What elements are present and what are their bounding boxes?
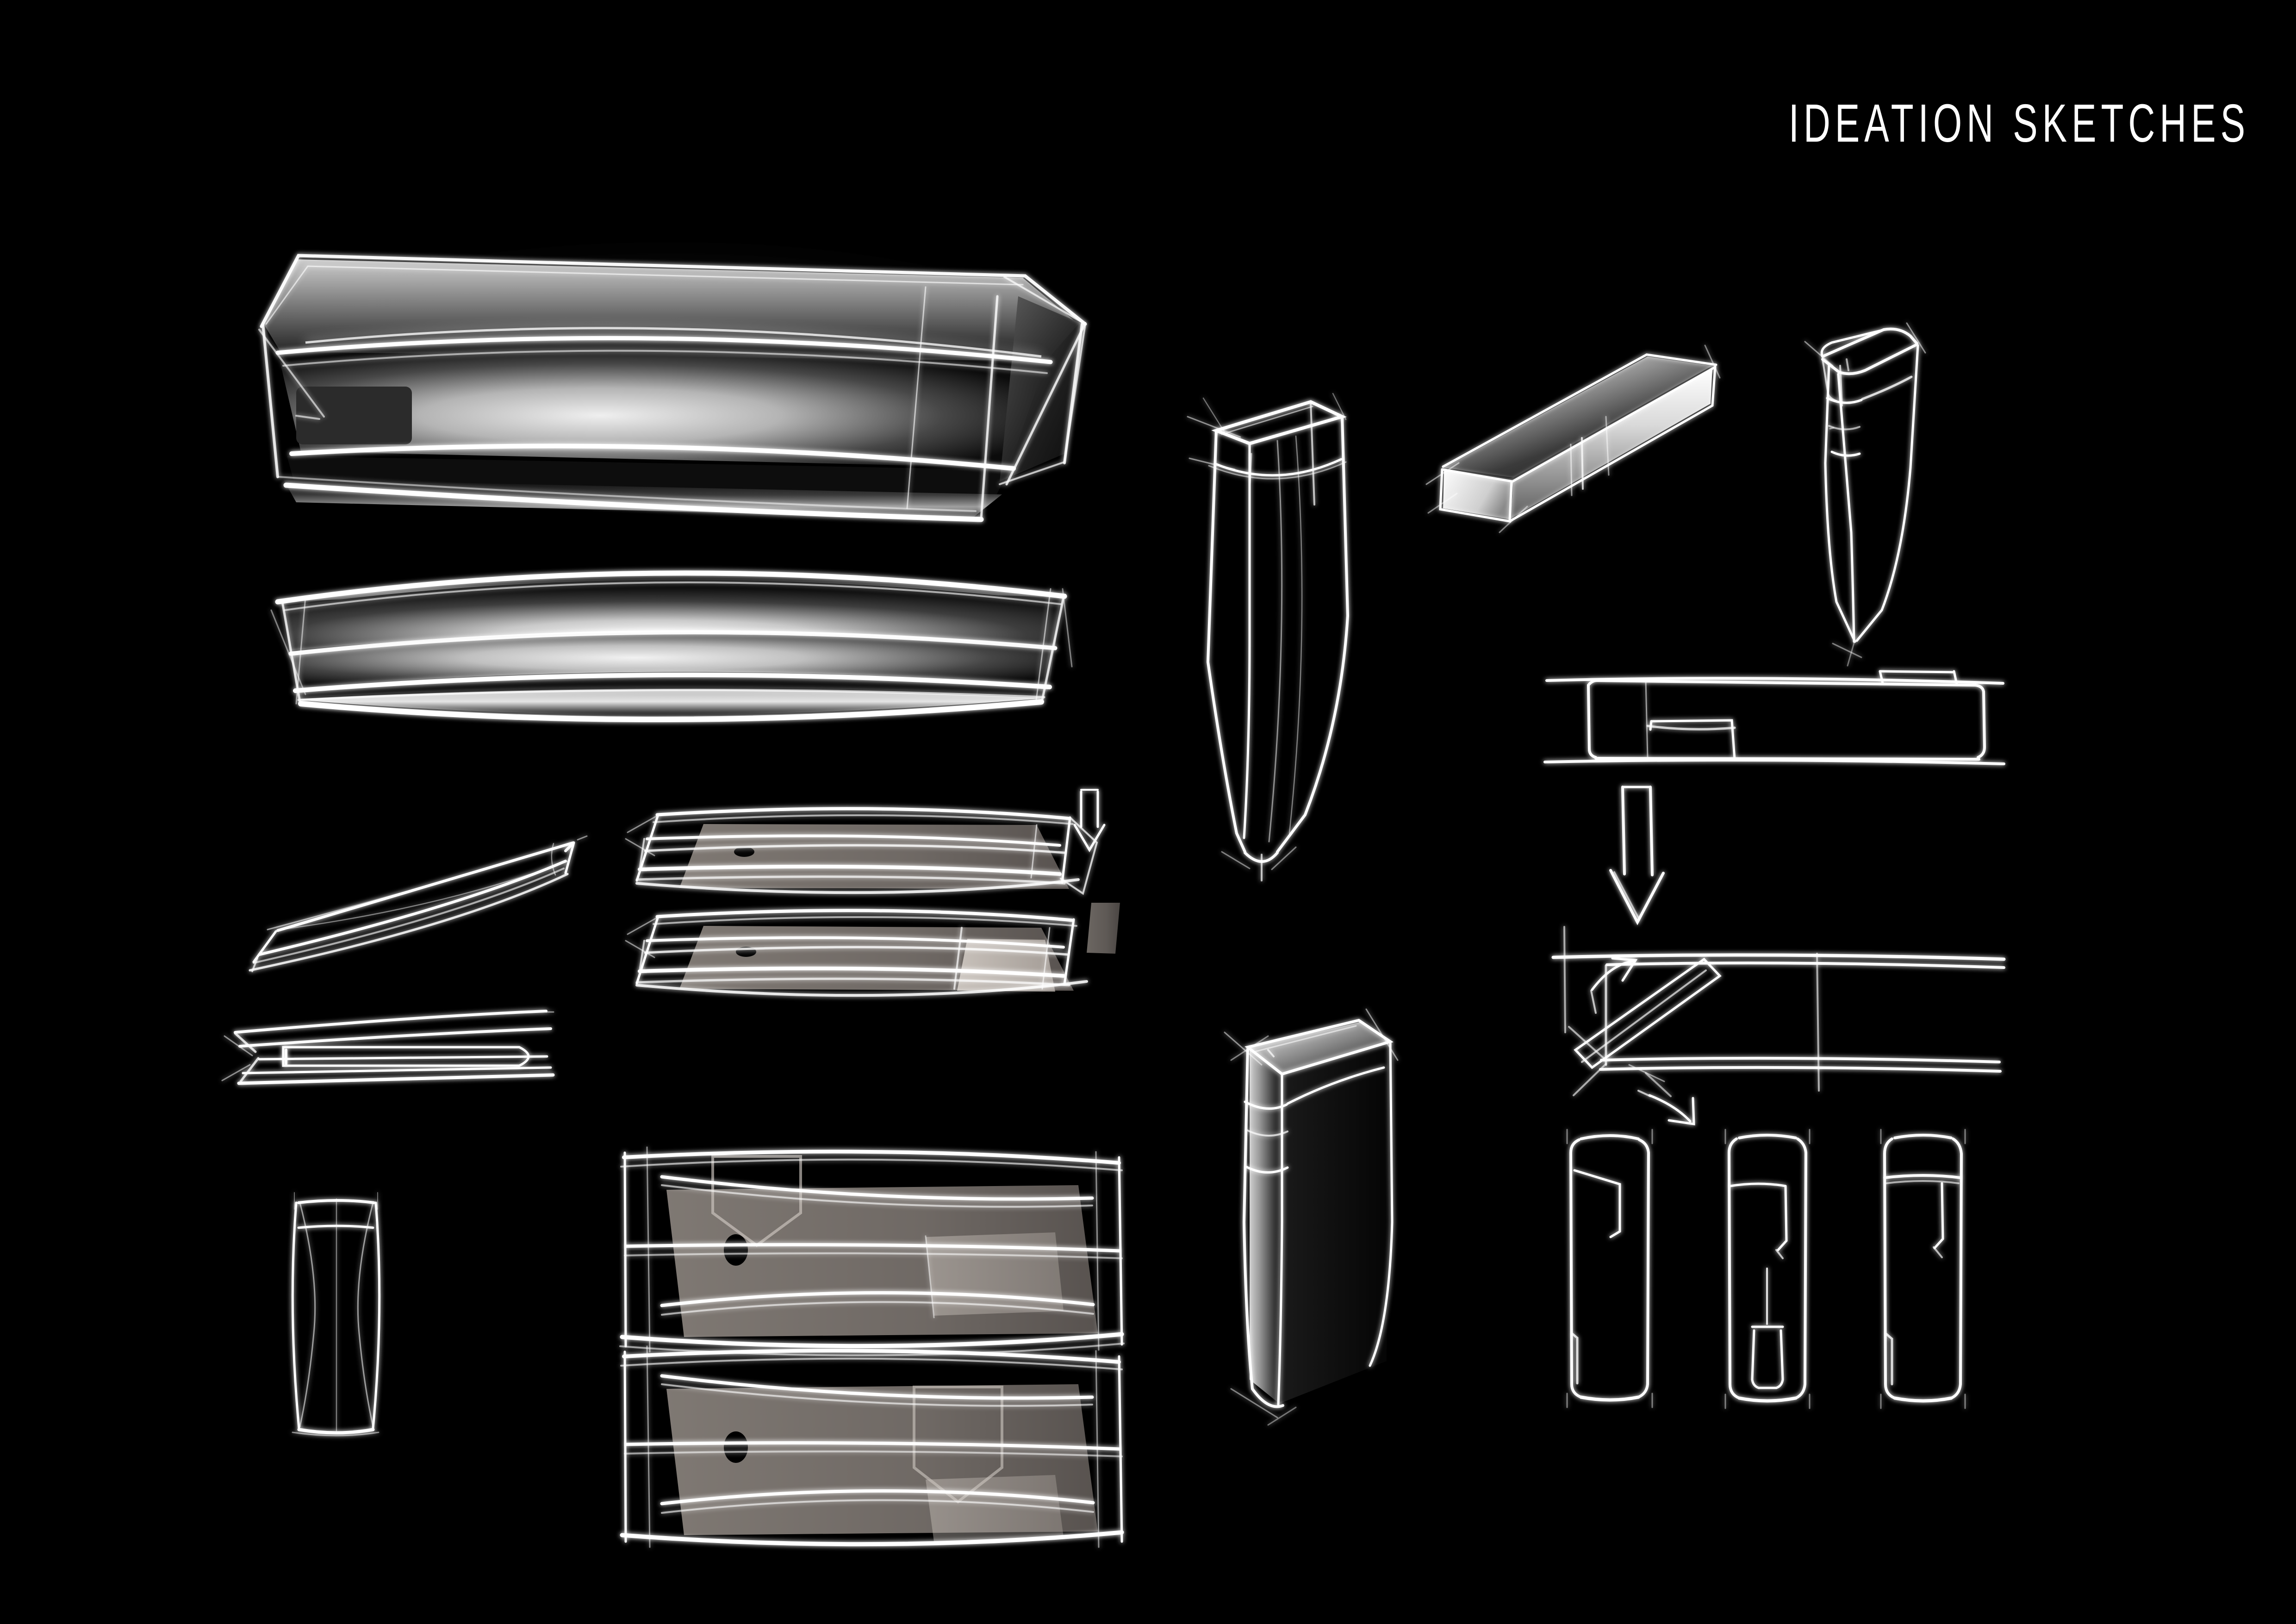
port-dot (724, 1431, 748, 1463)
logo-mark (734, 847, 754, 857)
sketch-section-slot-detail (221, 1010, 555, 1085)
sketch-flat-device-elevation-a (619, 1146, 1125, 1356)
insertion-arrow-down (1073, 789, 1106, 852)
sketch-diagonal-taper-wireframe (249, 835, 588, 972)
sketch-elevation-trio-3 (1880, 1129, 1966, 1409)
rotation-arrow-up (1590, 957, 1638, 1014)
insertion-arrow-down (1609, 786, 1665, 925)
rotation-arrow-down (1637, 1090, 1695, 1125)
sketch-narrow-front-elevation (291, 1192, 381, 1437)
sketch-lens-side-elevation (270, 570, 1073, 723)
sketch-tall-box-perspective (1804, 322, 1926, 667)
sketch-hero-box-perspective (258, 254, 1087, 522)
sketch-flat-device-top-a (625, 789, 1120, 954)
sketch-metal-bar-perspective (1425, 344, 1721, 533)
sketch-flat-device-top-b (625, 909, 1088, 997)
sketch-tall-taper-wireframe (1187, 393, 1350, 881)
port-dot (724, 1234, 748, 1266)
page-title: IDEATION SKETCHES (1788, 93, 2250, 153)
sketch-tall-block-rendered (1224, 1008, 1399, 1426)
sketch-elevation-trio-1 (1566, 1129, 1653, 1408)
sketch-hinge-rotation-study (1551, 926, 2006, 1125)
sketch-elevation-trio-2 (1724, 1129, 1811, 1409)
sketch-flat-device-elevation-b (620, 1345, 1124, 1548)
sketch-horizontal-outline-box (1543, 670, 2005, 925)
